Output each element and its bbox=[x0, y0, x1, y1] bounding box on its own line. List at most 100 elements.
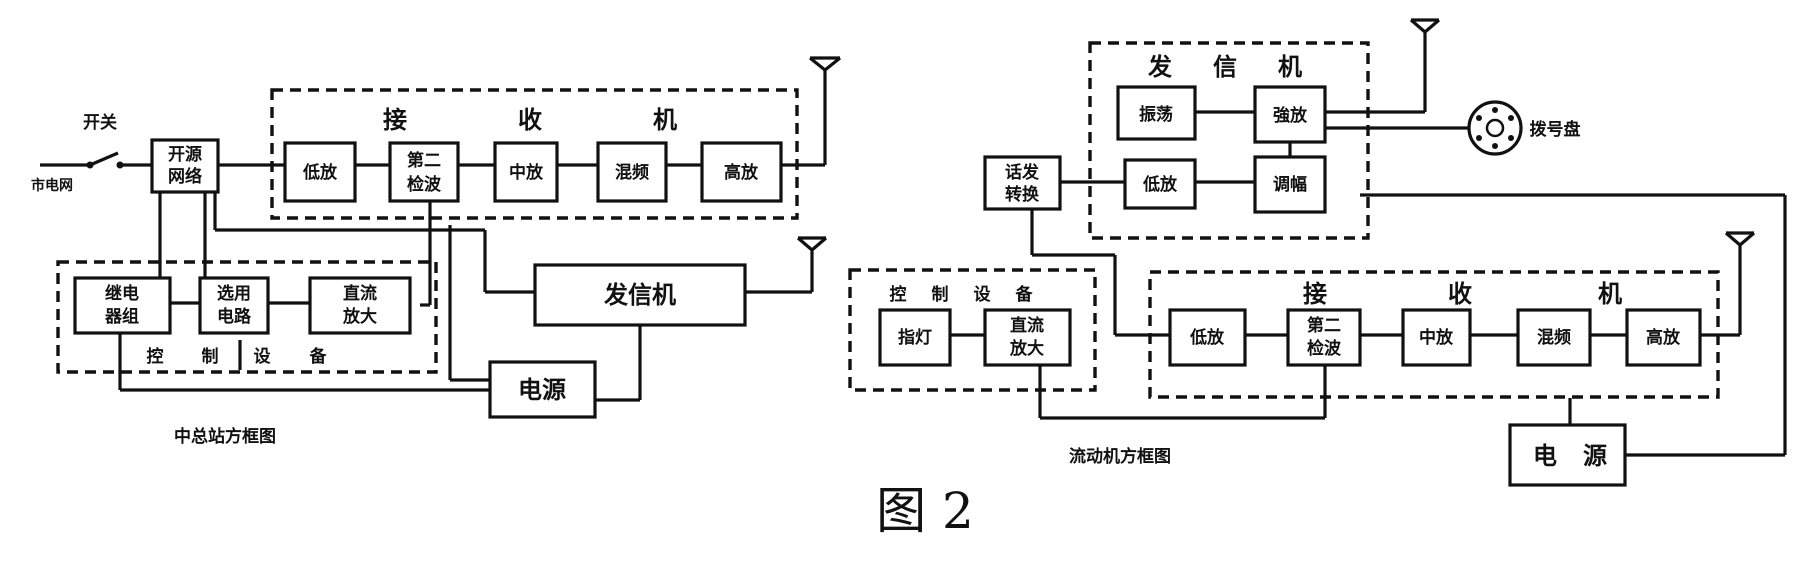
left-dc-amp-box: 直流 放大 bbox=[308, 276, 412, 335]
right-tx-lf-amp-box: 低放 bbox=[1123, 158, 1197, 210]
right-receiver-title: 接 收 机 bbox=[1303, 280, 1622, 308]
svg-text:控: 控 bbox=[147, 346, 164, 367]
left-caption: 中总站方框图 bbox=[174, 426, 276, 447]
right-power-box: 电 源 bbox=[1508, 423, 1627, 487]
svg-text:第二: 第二 bbox=[407, 150, 441, 171]
svg-text:放大: 放大 bbox=[342, 306, 377, 327]
left-lf-amp-box: 低放 bbox=[283, 141, 357, 203]
right-detector-box: 第二 检波 bbox=[1286, 308, 1362, 367]
mobile-unit-diagram: 拨号盘 发 信 机 控 制 设 备 接 收 机 振荡 強放 bbox=[848, 18, 1787, 487]
svg-text:电: 电 bbox=[1533, 442, 1557, 470]
svg-text:強放: 強放 bbox=[1273, 105, 1308, 126]
svg-text:转换: 转换 bbox=[1005, 184, 1040, 205]
svg-text:调幅: 调幅 bbox=[1273, 174, 1307, 195]
right-if-amp-box: 中放 bbox=[1401, 308, 1472, 367]
svg-text:振荡: 振荡 bbox=[1139, 104, 1173, 125]
dial-label: 拨号盘 bbox=[1530, 119, 1581, 140]
left-wires bbox=[40, 70, 827, 402]
svg-text:直流: 直流 bbox=[1010, 315, 1044, 336]
right-rf-amp-box: 高放 bbox=[1625, 308, 1702, 367]
left-mixer-box: 混频 bbox=[596, 141, 668, 203]
svg-text:第二: 第二 bbox=[1307, 315, 1341, 336]
svg-text:高放: 高放 bbox=[724, 162, 759, 183]
left-control-group bbox=[56, 260, 438, 374]
right-caption: 流动机方框图 bbox=[1069, 446, 1171, 467]
left-control-title: 控 制 设 备 bbox=[147, 346, 328, 367]
svg-text:电源: 电源 bbox=[518, 376, 566, 404]
mains-label: 市电网 bbox=[31, 177, 73, 194]
central-station-diagram: 接 收 机 控 制 设 备 开关 市电网 开源 网络 低放 第二 检波 bbox=[31, 56, 841, 447]
svg-text:制: 制 bbox=[202, 346, 219, 367]
right-rx-lf-amp-box: 低放 bbox=[1168, 308, 1247, 367]
svg-text:直流: 直流 bbox=[343, 283, 377, 304]
left-receiver-title: 接 收 机 bbox=[383, 106, 677, 134]
svg-text:备: 备 bbox=[309, 346, 328, 367]
svg-text:机: 机 bbox=[1278, 53, 1302, 81]
svg-text:发信机: 发信机 bbox=[603, 281, 676, 309]
svg-text:信: 信 bbox=[1213, 53, 1237, 81]
svg-text:检波: 检波 bbox=[1307, 338, 1342, 359]
svg-text:继电: 继电 bbox=[105, 283, 139, 304]
right-control-group bbox=[848, 268, 1097, 392]
svg-text:开源: 开源 bbox=[168, 144, 202, 165]
left-relay-box: 继电 器组 bbox=[73, 276, 172, 335]
figure-number: 图 2 bbox=[876, 482, 974, 540]
svg-text:指灯: 指灯 bbox=[898, 327, 932, 348]
svg-text:检波: 检波 bbox=[407, 174, 442, 195]
right-transmitter-title: 发 信 机 bbox=[1147, 53, 1302, 81]
svg-text:收: 收 bbox=[1448, 280, 1472, 308]
right-control-title: 控 制 设 备 bbox=[890, 284, 1034, 305]
switch-label: 开关 bbox=[83, 112, 117, 133]
svg-text:发: 发 bbox=[1147, 53, 1172, 81]
svg-text:电路: 电路 bbox=[217, 306, 252, 327]
right-oscillator-box: 振荡 bbox=[1116, 85, 1197, 141]
svg-text:机: 机 bbox=[653, 106, 677, 134]
left-if-amp-box: 中放 bbox=[493, 141, 559, 203]
svg-text:接: 接 bbox=[383, 106, 407, 134]
svg-text:备: 备 bbox=[1015, 284, 1034, 305]
svg-text:话发: 话发 bbox=[1005, 162, 1040, 183]
svg-text:制: 制 bbox=[932, 284, 949, 305]
svg-text:高放: 高放 bbox=[1646, 327, 1681, 348]
transmitter-antenna-icon bbox=[796, 236, 828, 252]
svg-text:中放: 中放 bbox=[509, 162, 544, 183]
left-receiver-group bbox=[270, 88, 799, 220]
right-modulator-box: 调幅 bbox=[1253, 155, 1327, 214]
svg-text:机: 机 bbox=[1598, 280, 1622, 308]
svg-text:设: 设 bbox=[254, 347, 271, 367]
svg-text:接: 接 bbox=[1303, 280, 1327, 308]
right-converter-box: 话发 转换 bbox=[983, 155, 1062, 211]
left-power-box: 电源 bbox=[488, 360, 597, 419]
mobile-tx-antenna-icon bbox=[1409, 18, 1441, 34]
supply-network-box: 开源 网络 bbox=[150, 138, 220, 194]
svg-text:收: 收 bbox=[518, 106, 542, 134]
right-mixer-box: 混频 bbox=[1516, 308, 1592, 367]
svg-text:控: 控 bbox=[890, 284, 907, 305]
right-lamp-box: 指灯 bbox=[878, 308, 952, 367]
svg-text:器组: 器组 bbox=[104, 306, 139, 327]
svg-text:中放: 中放 bbox=[1419, 327, 1454, 348]
mobile-rx-antenna-icon bbox=[1724, 231, 1756, 247]
svg-text:混频: 混频 bbox=[615, 162, 649, 183]
right-wires bbox=[950, 32, 1787, 457]
svg-text:低放: 低放 bbox=[1189, 327, 1225, 348]
svg-text:选用: 选用 bbox=[217, 284, 251, 304]
right-transmitter-group bbox=[1088, 41, 1370, 240]
left-selector-box: 选用 电路 bbox=[198, 276, 270, 335]
left-transmitter-box: 发信机 bbox=[533, 263, 747, 327]
svg-text:低放: 低放 bbox=[1142, 174, 1178, 195]
svg-text:网络: 网络 bbox=[168, 166, 202, 187]
svg-text:放大: 放大 bbox=[1009, 338, 1044, 359]
left-detector-box: 第二 检波 bbox=[388, 141, 460, 203]
right-receiver-group bbox=[1148, 270, 1720, 399]
left-rf-amp-box: 高放 bbox=[700, 141, 783, 203]
svg-text:混频: 混频 bbox=[1537, 327, 1571, 348]
svg-text:低放: 低放 bbox=[302, 162, 338, 183]
svg-text:设: 设 bbox=[974, 285, 991, 305]
right-dc-amp-box: 直流 放大 bbox=[983, 308, 1072, 367]
receiver-antenna-icon bbox=[809, 56, 841, 72]
svg-text:源: 源 bbox=[1583, 442, 1607, 470]
right-power-amp-box: 強放 bbox=[1253, 85, 1327, 144]
rotary-dial-icon bbox=[1467, 100, 1523, 156]
